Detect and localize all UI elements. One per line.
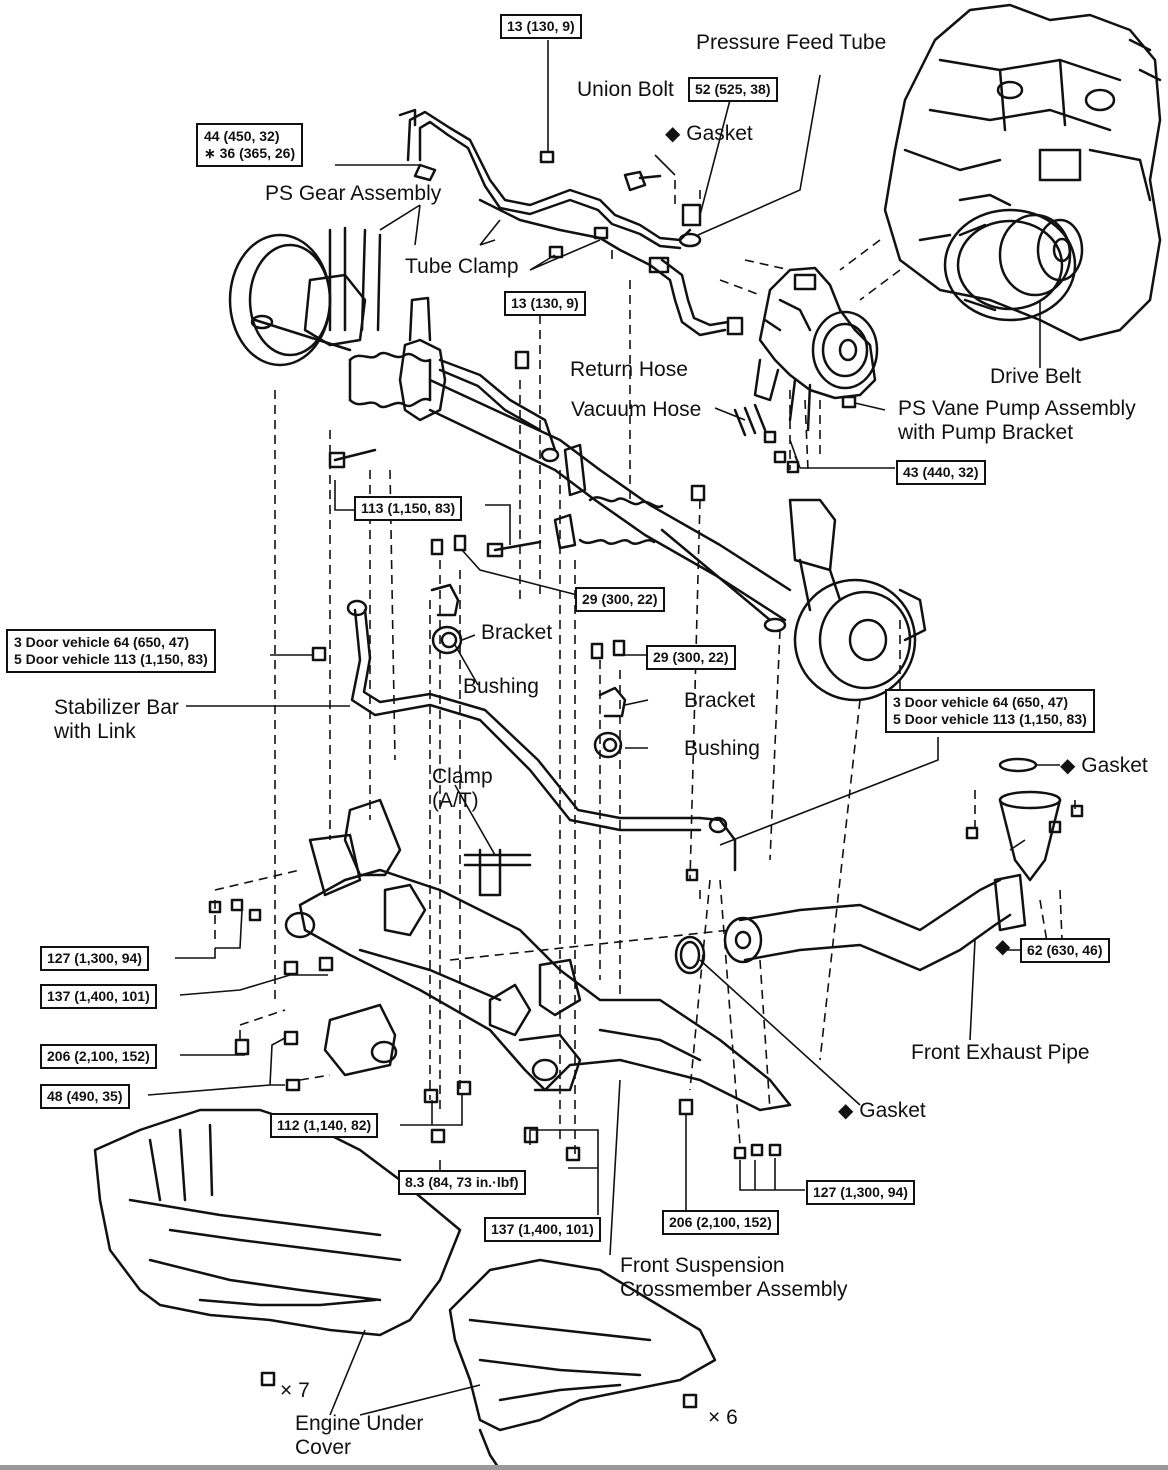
torque-44-line2: ∗ 36 (365, 26) xyxy=(204,144,296,161)
union-bolt-drawing xyxy=(623,170,702,248)
torque-box-62: 62 (630, 46) xyxy=(1020,938,1110,963)
leader-lines xyxy=(147,40,1060,1416)
torque-box-48: 48 (490, 35) xyxy=(40,1084,130,1109)
torque-box-8-3: 8.3 (84, 73 in.·lbf) xyxy=(398,1170,526,1195)
front-susp-line2: Crossmember Assembly xyxy=(620,1278,848,1302)
torque-62-group: ◆ xyxy=(995,935,1010,959)
ps-vane-pump-line1: PS Vane Pump Assembly xyxy=(898,397,1136,420)
stab-left-line2: 5 Door vehicle 113 (1,150, 83) xyxy=(14,650,208,667)
torque-box-206-bottom: 206 (2,100, 152) xyxy=(662,1210,779,1235)
torque-box-137-bottom: 137 (1,400, 101) xyxy=(484,1217,601,1242)
ps-vane-pump-line2: with Pump Bracket xyxy=(898,421,1074,445)
diamond-icon: ◆ xyxy=(665,123,681,145)
stab-right-line1: 3 Door vehicle 64 (650, 47) xyxy=(893,694,1069,710)
bracket-bushing-right-drawing xyxy=(590,639,627,759)
pressure-feed-tube-drawing xyxy=(398,108,692,267)
torque-box-13-top: 13 (130, 9) xyxy=(500,14,582,39)
torque-box-137-left: 137 (1,400, 101) xyxy=(40,984,157,1009)
clamp-at-label: Clamp(A/T) xyxy=(432,765,493,813)
bracket-left-label: Bracket xyxy=(481,621,553,644)
vacuum-hose-drawing xyxy=(733,403,767,437)
pressure-feed-tube-label: Pressure Feed Tube xyxy=(696,31,887,54)
clamp-line1: Clamp xyxy=(432,765,493,788)
torque-box-13-mid: 13 (130, 9) xyxy=(504,291,586,316)
gasket-lower-label: ◆ Gasket xyxy=(838,1099,926,1123)
bracket-right-label: Bracket xyxy=(684,689,756,712)
clamp-line2: (A/T) xyxy=(432,789,479,813)
quantity-x6-label: × 6 xyxy=(708,1406,738,1429)
torque-box-127-left: 127 (1,300, 94) xyxy=(40,946,149,971)
diamond-icon: ◆ xyxy=(838,1100,854,1122)
tube-clamp-label: Tube Clamp xyxy=(405,255,519,278)
torque-box-206-left: 206 (2,100, 152) xyxy=(40,1044,157,1069)
torque-box-43: 43 (440, 32) xyxy=(896,460,986,485)
drive-belt-label: Drive Belt xyxy=(990,365,1082,388)
torque-box-127-right: 127 (1,300, 94) xyxy=(806,1180,915,1205)
engine-under-cover-left-drawing xyxy=(93,1108,462,1337)
diamond-icon: ◆ xyxy=(1060,755,1076,777)
bracket-bushing-left-drawing xyxy=(430,534,467,655)
torque-box-29-left: 29 (300, 22) xyxy=(575,587,665,612)
front-susp-line1: Front Suspension xyxy=(620,1254,785,1277)
torque-box-44: 44 (450, 32)∗ 36 (365, 26) xyxy=(196,123,304,167)
union-bolt-label: Union Bolt xyxy=(577,78,674,101)
right-knuckle-drawing xyxy=(788,498,927,702)
gasket-exhaust-label: ◆ Gasket xyxy=(1060,754,1148,778)
mount-bracket-drawing xyxy=(323,1003,398,1077)
return-hose-drawing xyxy=(648,256,744,337)
front-exhaust-pipe-drawing xyxy=(674,757,1062,975)
drive-belt-drawing xyxy=(943,208,1084,322)
stabilizer-line1: Stabilizer Bar xyxy=(54,696,179,719)
bottom-border xyxy=(0,1465,1168,1470)
torque-44-line1: 44 (450, 32) xyxy=(204,128,280,144)
torque-box-stabilizer-right: 3 Door vehicle 64 (650, 47)5 Door vehicl… xyxy=(885,689,1095,733)
engine-under-line1: Engine Under xyxy=(295,1412,424,1435)
ps-gear-assembly-drawing xyxy=(228,226,792,633)
ps-gear-assembly-label: PS Gear Assembly xyxy=(265,182,442,205)
torque-box-113-gear: 113 (1,150, 83) xyxy=(354,496,463,521)
stabilizer-bar-drawing xyxy=(311,599,737,882)
bolts-drawing xyxy=(208,150,1084,1409)
clamp-at-drawing xyxy=(463,848,532,897)
bushing-right-label: Bushing xyxy=(684,737,760,760)
gasket-lower-text: Gasket xyxy=(859,1099,926,1122)
gasket-top-label: ◆ Gasket xyxy=(665,122,753,146)
quantity-x7-label: × 7 xyxy=(280,1379,310,1402)
bushing-left-label: Bushing xyxy=(463,675,539,698)
front-crossmember-drawing xyxy=(284,798,792,1112)
torque-box-stabilizer-left: 3 Door vehicle 64 (650, 47)5 Door vehicl… xyxy=(6,629,216,673)
engine-block-drawing xyxy=(883,3,1162,342)
torque-box-29-right: 29 (300, 22) xyxy=(646,645,736,670)
torque-box-112: 112 (1,140, 82) xyxy=(270,1113,379,1138)
stab-left-line1: 3 Door vehicle 64 (650, 47) xyxy=(14,634,190,650)
diamond-icon: ◆ xyxy=(995,936,1011,958)
gasket-exhaust-text: Gasket xyxy=(1081,754,1148,777)
front-exhaust-pipe-label: Front Exhaust Pipe xyxy=(911,1041,1090,1064)
engine-under-line2: Cover xyxy=(295,1436,352,1460)
stab-right-line2: 5 Door vehicle 113 (1,150, 83) xyxy=(893,710,1087,727)
vacuum-hose-label: Vacuum Hose xyxy=(571,398,702,421)
torque-box-52: 52 (525, 38) xyxy=(688,77,778,102)
stabilizer-line2: with Link xyxy=(54,720,136,744)
gasket-top-text: Gasket xyxy=(686,122,753,145)
ps-vane-pump-drawing xyxy=(753,266,879,432)
return-hose-label: Return Hose xyxy=(570,358,688,381)
